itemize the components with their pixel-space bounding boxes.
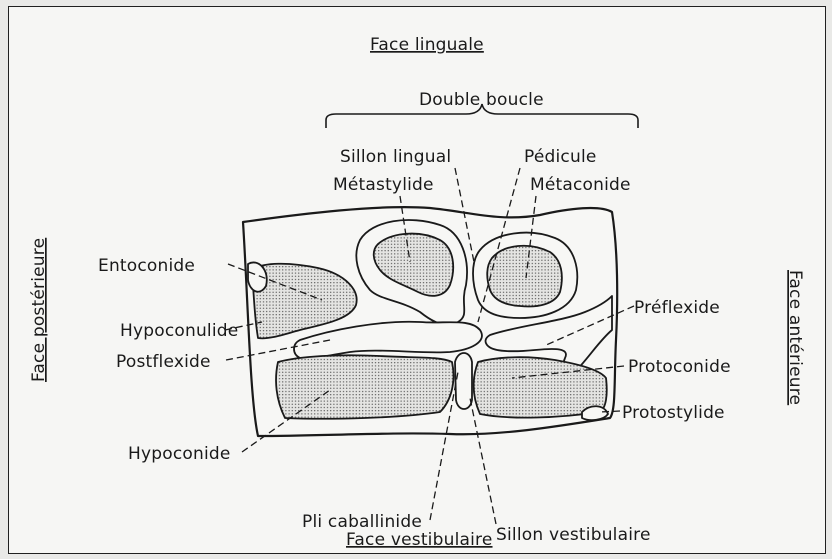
label-preflexide: Préflexide [634,298,720,318]
pli-caballinide-fold [455,353,472,409]
label-metaconide: Métaconide [530,175,631,195]
label-entoconide: Entoconide [98,256,195,276]
label-postflexide: Postflexide [116,352,211,372]
label-pli-caballinide: Pli caballinide [302,512,422,532]
metaconide-cusp [487,246,562,307]
label-sillon-vestibulaire: Sillon vestibulaire [496,525,651,545]
label-sillon-lingual: Sillon lingual [340,147,451,167]
label-protostylide: Protostylide [622,403,725,423]
label-double-boucle: Double boucle [419,90,544,110]
hypoconide-cusp [276,355,453,419]
label-face-linguale: Face linguale [370,35,484,55]
label-face-anterieure: Face antérieure [785,270,805,405]
label-hypoconulide: Hypoconulide [120,321,238,341]
label-protoconide: Protoconide [628,357,731,377]
protostylide-bump [582,406,608,420]
label-pedicule: Pédicule [524,147,597,167]
label-face-vestibulaire: Face vestibulaire [346,530,493,550]
label-hypoconide: Hypoconide [128,444,231,464]
label-metastylide: Métastylide [333,175,434,195]
label-face-posterieure: Face postérieure [29,238,49,382]
